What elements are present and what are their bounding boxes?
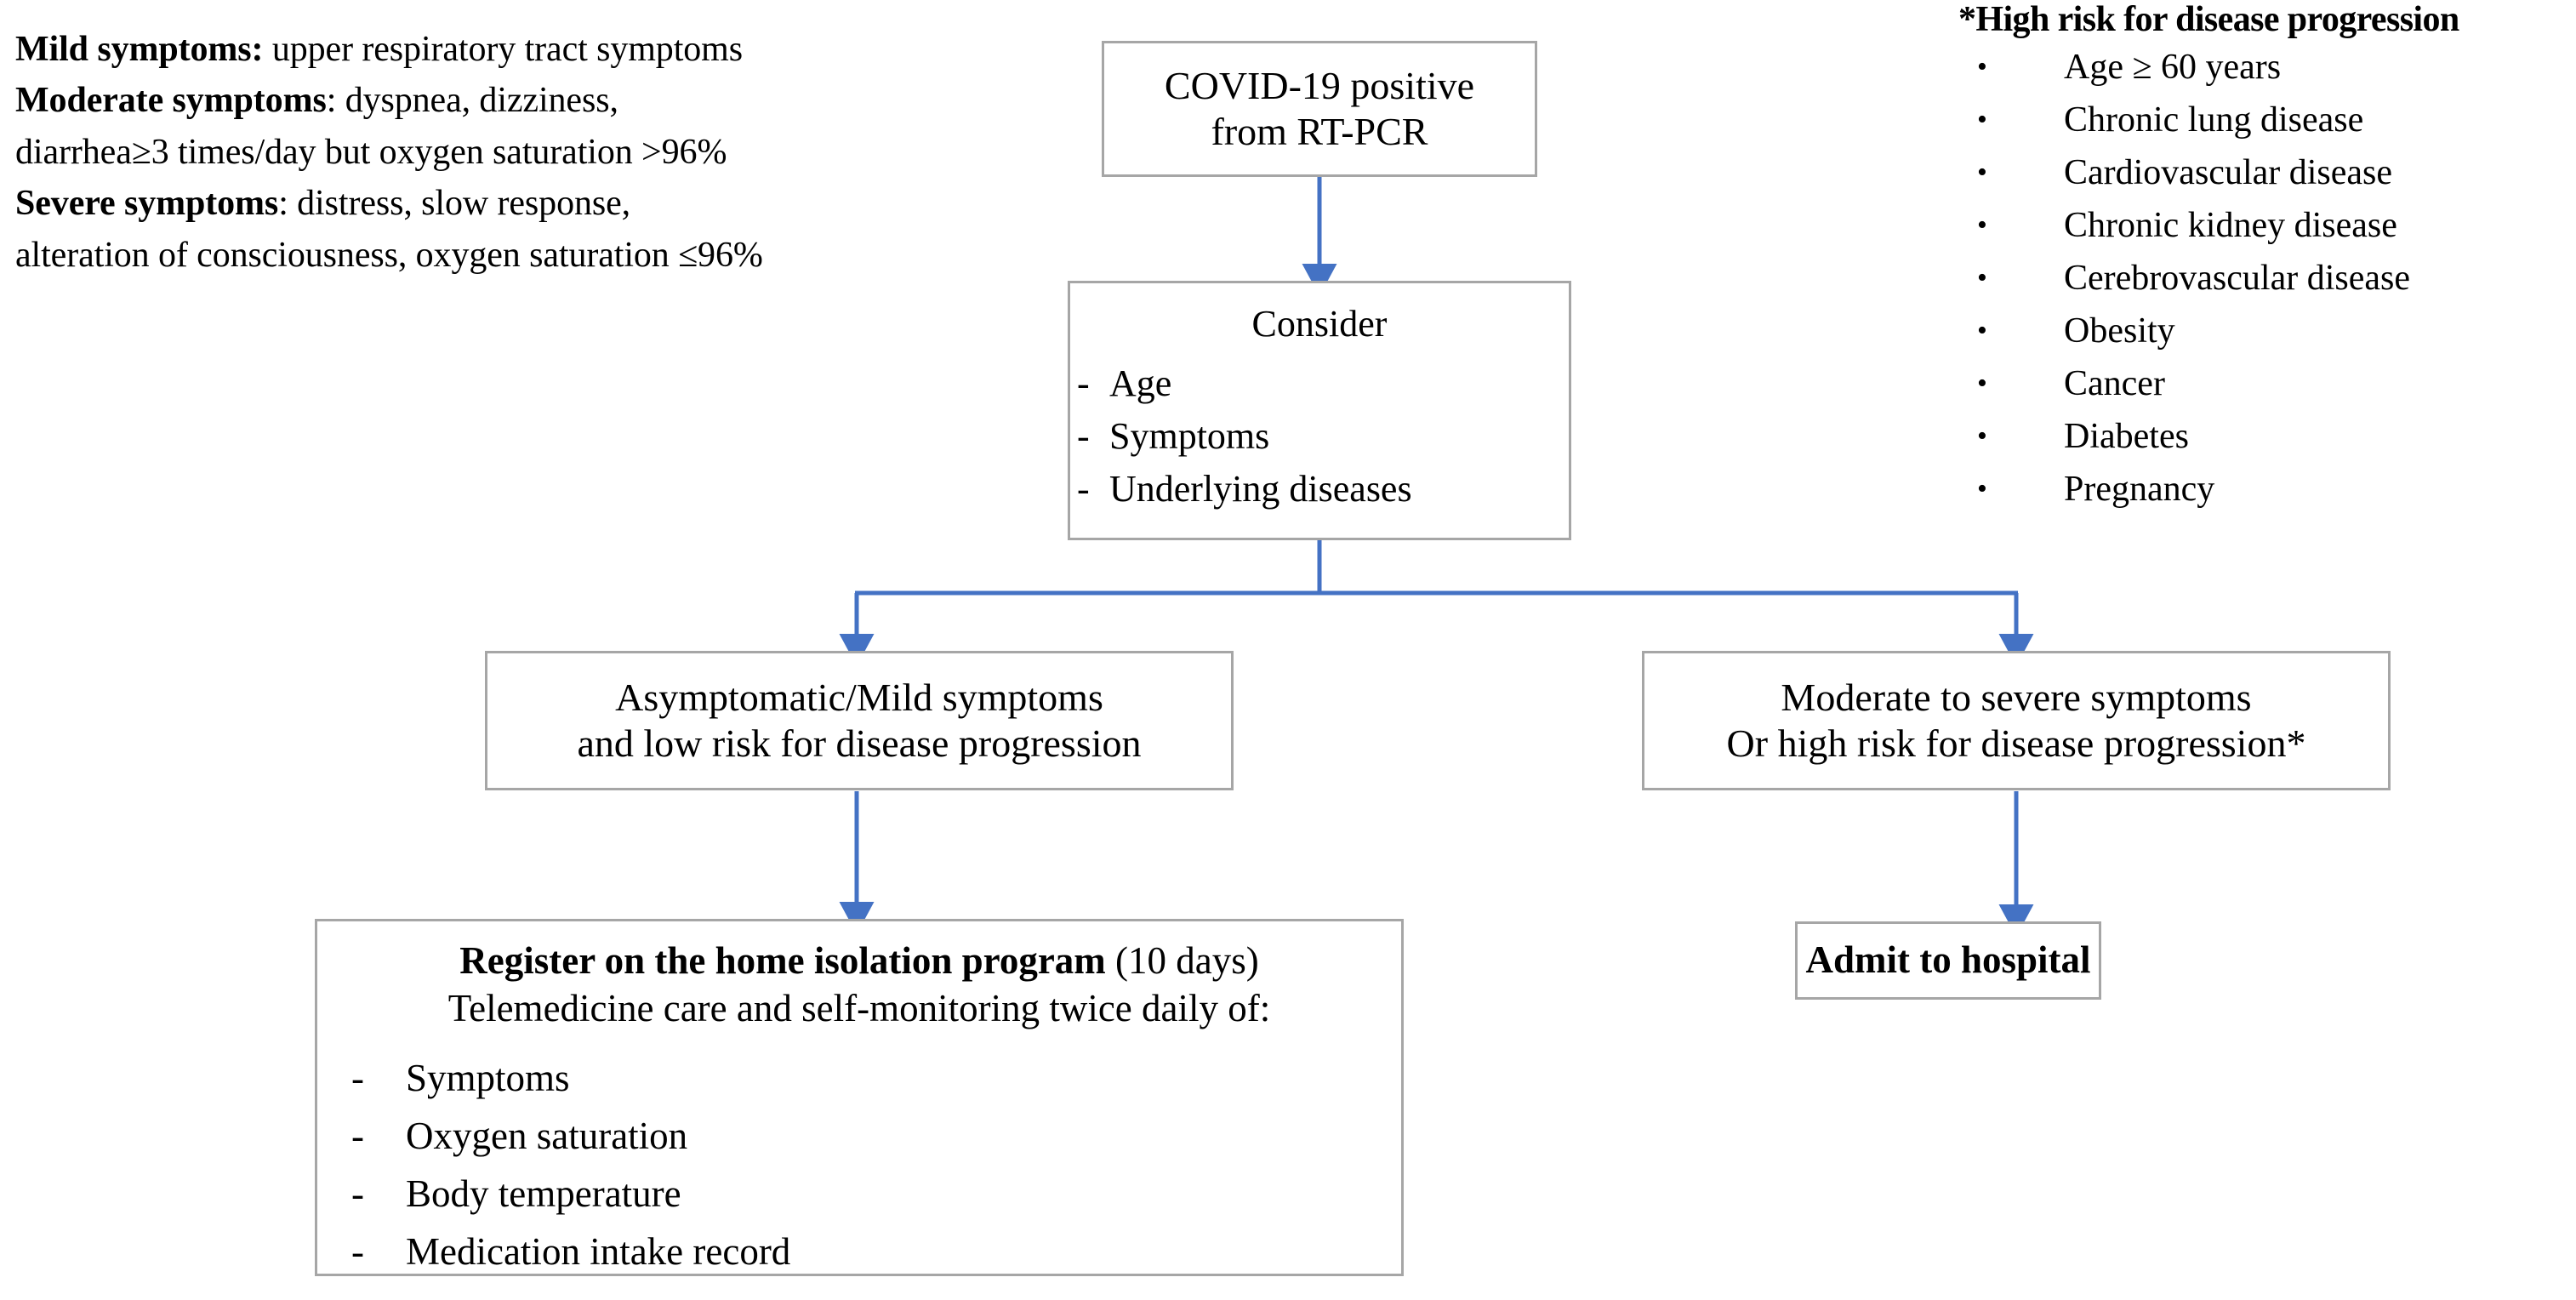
legend-line: Severe symptoms: distress, slow response… xyxy=(15,178,943,229)
node-register-list: -Symptoms -Oxygen saturation -Body tempe… xyxy=(317,1049,1401,1280)
bullet-icon: • xyxy=(1977,157,1987,188)
dash-icon: - xyxy=(351,1230,364,1273)
list-item: -Oxygen saturation xyxy=(348,1107,1401,1165)
bullet-icon: • xyxy=(1977,209,1987,241)
node-moderate-severe-high-risk: Moderate to severe symptoms Or high risk… xyxy=(1642,651,2391,790)
list-item: -Underlying diseases xyxy=(1070,463,1569,516)
list-item-label: Obesity xyxy=(2064,311,2175,351)
node-consider: Consider -Age -Symptoms -Underlying dise… xyxy=(1068,281,1571,540)
node-register-home-isolation: Register on the home isolation program (… xyxy=(315,919,1404,1276)
legend-line: Moderate symptoms: dyspnea, dizziness, xyxy=(15,75,943,126)
list-item-label: Symptoms xyxy=(406,1057,570,1099)
legend-text: : dyspnea, dizziness, xyxy=(326,81,618,121)
node-left-decision-line1: Asymptomatic/Mild symptoms xyxy=(615,675,1103,719)
dash-icon: - xyxy=(351,1057,364,1099)
list-item-label: Body temperature xyxy=(406,1172,681,1215)
list-item-label: Chronic kidney disease xyxy=(2064,206,2397,245)
list-item: -Age xyxy=(1070,357,1569,410)
list-item: • Pregnancy xyxy=(1958,463,2571,516)
node-covid-line1: COVID-19 positive xyxy=(1164,63,1475,107)
list-item-label: Pregnancy xyxy=(2064,470,2215,509)
node-asymptomatic-mild-low-risk: Asymptomatic/Mild symptoms and low risk … xyxy=(485,651,1234,790)
high-risk-list: • Age ≥ 60 years • Chronic lung disease • C… xyxy=(1958,41,2571,516)
list-item: • Diabetes xyxy=(1958,410,2571,463)
high-risk-panel: *High risk for disease progression • Age … xyxy=(1958,2,2571,516)
legend-text: upper respiratory tract symptoms xyxy=(263,30,743,69)
list-item-label: Cancer xyxy=(2064,364,2165,403)
list-item: • Chronic lung disease xyxy=(1958,94,2571,146)
list-item-label: Age xyxy=(1109,362,1172,404)
node-right-decision-line2: Or high risk for disease progression* xyxy=(1726,721,2306,765)
list-item: • Age ≥ 60 years xyxy=(1958,41,2571,94)
node-admit-label: Admit to hospital xyxy=(1805,938,2091,982)
node-admit-to-hospital: Admit to hospital xyxy=(1795,921,2101,1000)
bullet-icon: • xyxy=(1977,51,1987,83)
list-item: • Cancer xyxy=(1958,357,2571,410)
list-item-label: Cardiovascular disease xyxy=(2064,153,2393,192)
legend-text: : distress, slow response, xyxy=(278,184,631,224)
dash-icon: - xyxy=(1077,362,1090,404)
legend-label: Mild symptoms: xyxy=(15,30,264,69)
legend-line: Mild symptoms: upper respiratory tract s… xyxy=(15,24,943,75)
node-consider-header: Consider xyxy=(1251,303,1388,345)
list-item: -Symptoms xyxy=(1070,410,1569,463)
node-register-title-bold: Register on the home isolation program xyxy=(459,939,1106,982)
list-item: • Cerebrovascular disease xyxy=(1958,252,2571,305)
list-item-label: Chronic lung disease xyxy=(2064,100,2364,140)
dash-icon: - xyxy=(1077,415,1090,457)
legend-text: alteration of consciousness, oxygen satu… xyxy=(15,235,763,275)
dash-icon: - xyxy=(351,1172,364,1215)
list-item: -Body temperature xyxy=(348,1165,1401,1223)
bullet-icon: • xyxy=(1977,473,1987,505)
list-item-label: Oxygen saturation xyxy=(406,1115,688,1157)
list-item: • Obesity xyxy=(1958,305,2571,357)
list-item-label: Cerebrovascular disease xyxy=(2064,259,2410,298)
dash-icon: - xyxy=(351,1115,364,1157)
legend-line: diarrhea≥3 times/day but oxygen saturati… xyxy=(15,127,943,178)
list-item: -Symptoms xyxy=(348,1049,1401,1107)
node-register-subtitle: Telemedicine care and self-monitoring tw… xyxy=(447,987,1271,1029)
bullet-icon: • xyxy=(1977,420,1987,452)
bullet-icon: • xyxy=(1977,104,1987,135)
list-item-label: Medication intake record xyxy=(406,1230,791,1273)
node-covid-line2: from RT-PCR xyxy=(1211,110,1428,153)
bullet-icon: • xyxy=(1977,368,1987,399)
list-item-label: Underlying diseases xyxy=(1109,468,1412,510)
edge-consider-split xyxy=(839,540,2034,666)
list-item-label: Symptoms xyxy=(1109,415,1270,457)
node-left-decision-line2: and low risk for disease progression xyxy=(577,721,1142,765)
bullet-icon: • xyxy=(1977,262,1987,294)
list-item: • Chronic kidney disease xyxy=(1958,199,2571,252)
node-consider-list: -Age -Symptoms -Underlying diseases xyxy=(1070,357,1569,516)
high-risk-panel-title: *High risk for disease progression xyxy=(1958,0,2459,39)
node-right-decision-line1: Moderate to severe symptoms xyxy=(1781,675,2252,719)
legend-line: alteration of consciousness, oxygen satu… xyxy=(15,230,943,281)
bullet-icon: • xyxy=(1977,315,1987,346)
node-register-title-duration: (10 days) xyxy=(1105,939,1259,982)
list-item: • Cardiovascular disease xyxy=(1958,146,2571,199)
node-register-title: Register on the home isolation program (… xyxy=(317,938,1401,983)
node-covid-positive: COVID-19 positive from RT-PCR xyxy=(1102,41,1537,177)
legend-label: Moderate symptoms xyxy=(15,81,327,121)
dash-icon: - xyxy=(1077,468,1090,510)
severity-legend: Mild symptoms: upper respiratory tract s… xyxy=(15,24,943,281)
legend-text: diarrhea≥3 times/day but oxygen saturati… xyxy=(15,132,727,172)
list-item-label: Diabetes xyxy=(2064,417,2189,456)
list-item-label: Age ≥ 60 years xyxy=(2064,48,2282,87)
legend-label: Severe symptoms xyxy=(15,184,279,224)
list-item: -Medication intake record xyxy=(348,1223,1401,1280)
